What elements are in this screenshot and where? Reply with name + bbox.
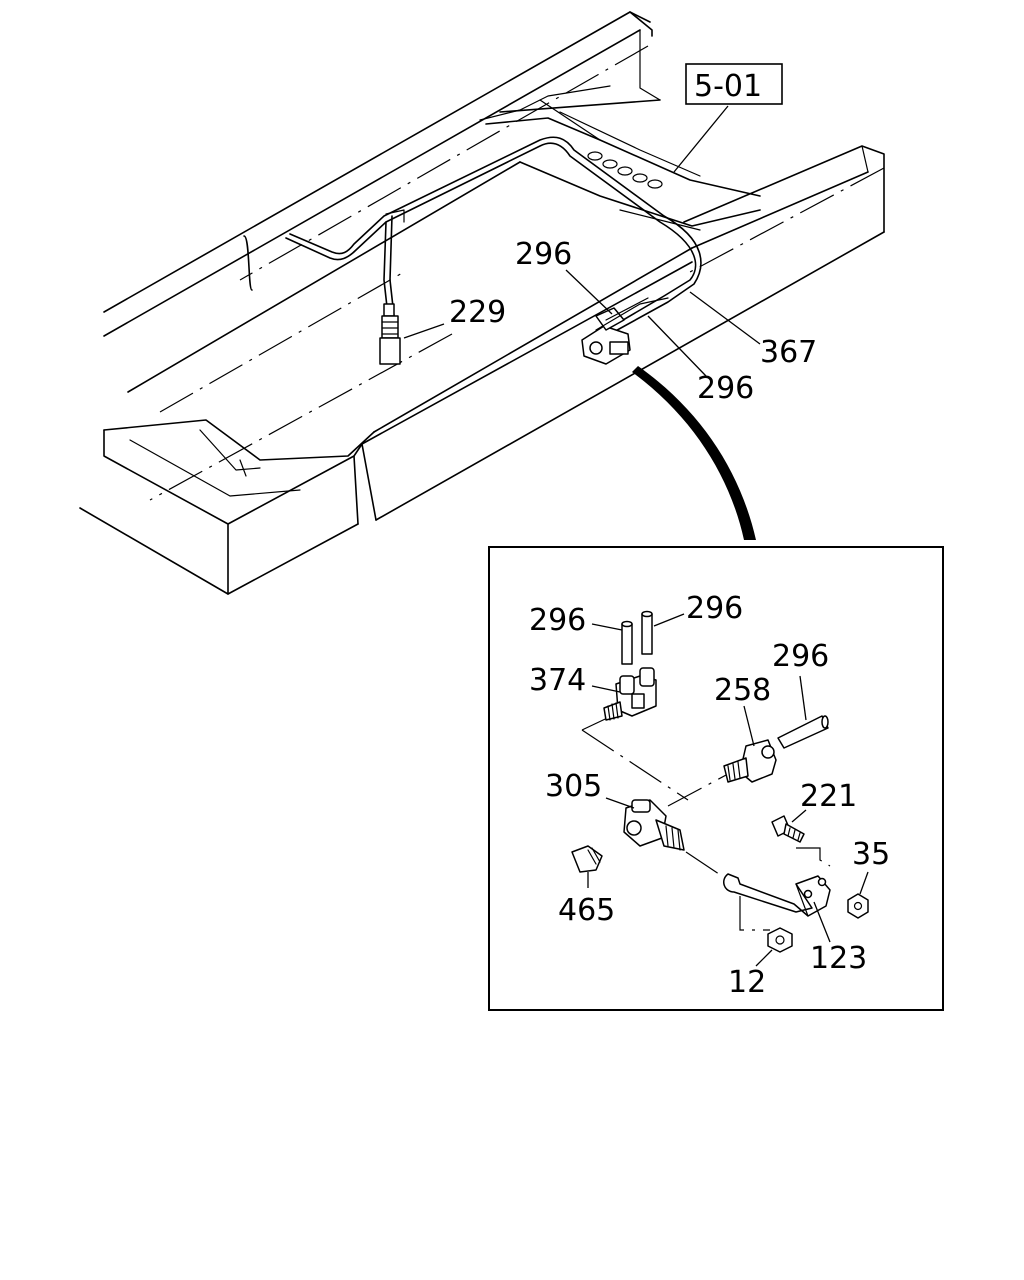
brake-pipe-run (243, 136, 702, 335)
hose-296-end (821, 715, 829, 729)
label-12: 12 (728, 965, 766, 1000)
reference-box-label: 5-01 (694, 69, 762, 104)
bracket-123 (723, 873, 831, 917)
label-123: 123 (810, 941, 867, 976)
label-296-detail-a: 296 (529, 603, 586, 638)
label-374: 374 (529, 663, 586, 698)
bolt-221 (771, 815, 805, 843)
label-296-upper-a: 296 (515, 237, 572, 272)
hose-296-pair (621, 610, 653, 665)
label-229: 229 (449, 295, 506, 330)
fitting-374 (603, 667, 657, 721)
hose-296-long (777, 715, 829, 749)
upper-fitting-cluster (581, 297, 669, 365)
label-296-detail-b: 296 (686, 591, 743, 626)
chassis-frame (79, 11, 885, 595)
plug-465 (571, 845, 603, 873)
detail-frame (488, 546, 944, 1011)
label-258: 258 (714, 673, 771, 708)
label-296-upper-b: 296 (697, 371, 754, 406)
label-465: 465 (558, 893, 615, 928)
fitting-229 (379, 315, 401, 365)
detail-pointer (632, 366, 756, 540)
nut-12 (767, 927, 793, 953)
label-35: 35 (852, 837, 890, 872)
label-367: 367 (760, 335, 817, 370)
label-296-detail-c: 296 (772, 639, 829, 674)
label-305: 305 (545, 769, 602, 804)
connector-258 (723, 739, 777, 783)
reference-box: 5-01 (673, 63, 783, 173)
nut-35 (847, 893, 869, 919)
cross-fitting-305 (623, 799, 685, 851)
label-221: 221 (800, 779, 857, 814)
pipe-clip (383, 303, 395, 317)
